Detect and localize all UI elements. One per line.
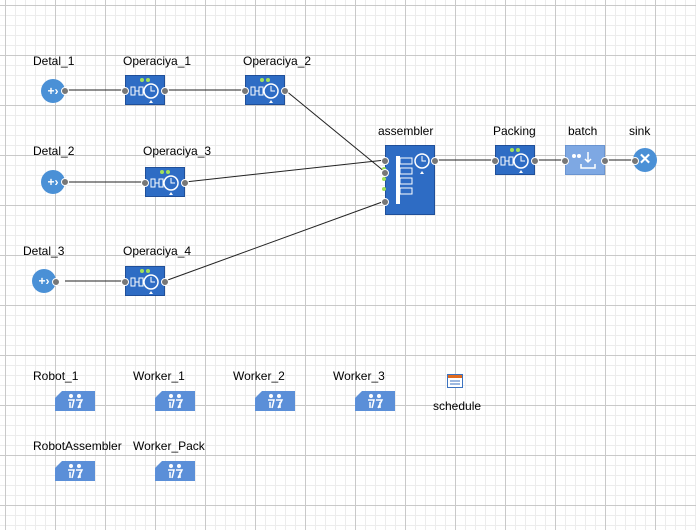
- worker-1-label: Worker_1: [133, 369, 185, 383]
- source-arrow-icon: +›: [47, 84, 59, 98]
- service-clock-icon: [250, 78, 279, 103]
- batch-block[interactable]: [565, 145, 605, 175]
- port[interactable]: [141, 179, 149, 187]
- worker-3-label: Worker_3: [333, 369, 385, 383]
- connector-op2-assembler: [284, 89, 386, 173]
- port[interactable]: [161, 278, 169, 286]
- batch-icon: [572, 152, 596, 169]
- port[interactable]: [52, 278, 60, 286]
- service-clock-icon: [150, 170, 179, 195]
- schedule-lines-icon: [448, 375, 462, 385]
- service-clock-icon: [130, 78, 159, 103]
- port[interactable]: [381, 169, 389, 177]
- robot-1-resource[interactable]: [55, 391, 95, 411]
- operaciya-3-block[interactable]: [145, 167, 185, 197]
- resource-pool-icon: [168, 464, 184, 479]
- port[interactable]: [121, 87, 129, 95]
- service-clock-icon: [500, 148, 529, 173]
- status-dot: [382, 177, 386, 181]
- port[interactable]: [61, 178, 69, 186]
- port[interactable]: [181, 179, 189, 187]
- port[interactable]: [241, 87, 249, 95]
- resource-pool-icon: [268, 394, 284, 409]
- detal-3-label: Detal_3: [23, 244, 65, 258]
- source-arrow-icon: +›: [47, 175, 59, 189]
- worker-pack-label: Worker_Pack: [133, 439, 205, 453]
- robot-1-label: Robot_1: [33, 369, 79, 383]
- operaciya-2-block[interactable]: [245, 75, 285, 105]
- port[interactable]: [381, 157, 389, 165]
- port[interactable]: [561, 157, 569, 165]
- connector-op3-assembler: [184, 159, 386, 183]
- port[interactable]: [281, 87, 289, 95]
- operaciya-1-label: Operaciya_1: [123, 54, 192, 68]
- port[interactable]: [531, 157, 539, 165]
- worker-2-resource[interactable]: [255, 391, 295, 411]
- worker-1-resource[interactable]: [155, 391, 195, 411]
- assembler-block[interactable]: [385, 145, 435, 215]
- operaciya-2-label: Operaciya_2: [243, 54, 312, 68]
- status-dot: [382, 187, 386, 191]
- schedule-label: schedule: [433, 399, 482, 413]
- port[interactable]: [381, 198, 389, 206]
- sink-x-icon: ✕: [638, 151, 652, 168]
- port[interactable]: [431, 157, 439, 165]
- worker-2-label: Worker_2: [233, 369, 285, 383]
- operaciya-1-block[interactable]: [125, 75, 165, 105]
- port[interactable]: [61, 87, 69, 95]
- port[interactable]: [491, 157, 499, 165]
- worker-3-resource[interactable]: [355, 391, 395, 411]
- worker-pack-resource[interactable]: [155, 461, 195, 481]
- robotassembler-resource[interactable]: [55, 461, 95, 481]
- operaciya-4-block[interactable]: [125, 266, 165, 296]
- port[interactable]: [601, 157, 609, 165]
- service-clock-icon: [130, 269, 159, 294]
- resource-pool-icon: [68, 464, 84, 479]
- operaciya-4-label: Operaciya_4: [123, 244, 192, 258]
- assembler-icon: [396, 153, 430, 204]
- detal-1-label: Detal_1: [33, 54, 75, 68]
- schedule-icon[interactable]: [447, 374, 463, 388]
- port[interactable]: [631, 157, 639, 165]
- connector-op4-assembler: [164, 200, 386, 282]
- resource-pool-icon: [168, 394, 184, 409]
- packing-label: Packing: [493, 124, 536, 138]
- resource-pool-icon: [68, 394, 84, 409]
- resource-pool-icon: [368, 394, 384, 409]
- sink-block[interactable]: ✕: [633, 148, 657, 172]
- packing-block[interactable]: [495, 145, 535, 175]
- assembler-label: assembler: [378, 124, 434, 138]
- batch-label: batch: [568, 124, 598, 138]
- port[interactable]: [121, 278, 129, 286]
- operaciya-3-label: Operaciya_3: [143, 144, 212, 158]
- robotassembler-label: RobotAssembler: [33, 439, 122, 453]
- source-arrow-icon: +›: [38, 274, 50, 288]
- detal-2-label: Detal_2: [33, 144, 75, 158]
- port[interactable]: [161, 87, 169, 95]
- sink-label: sink: [629, 124, 651, 138]
